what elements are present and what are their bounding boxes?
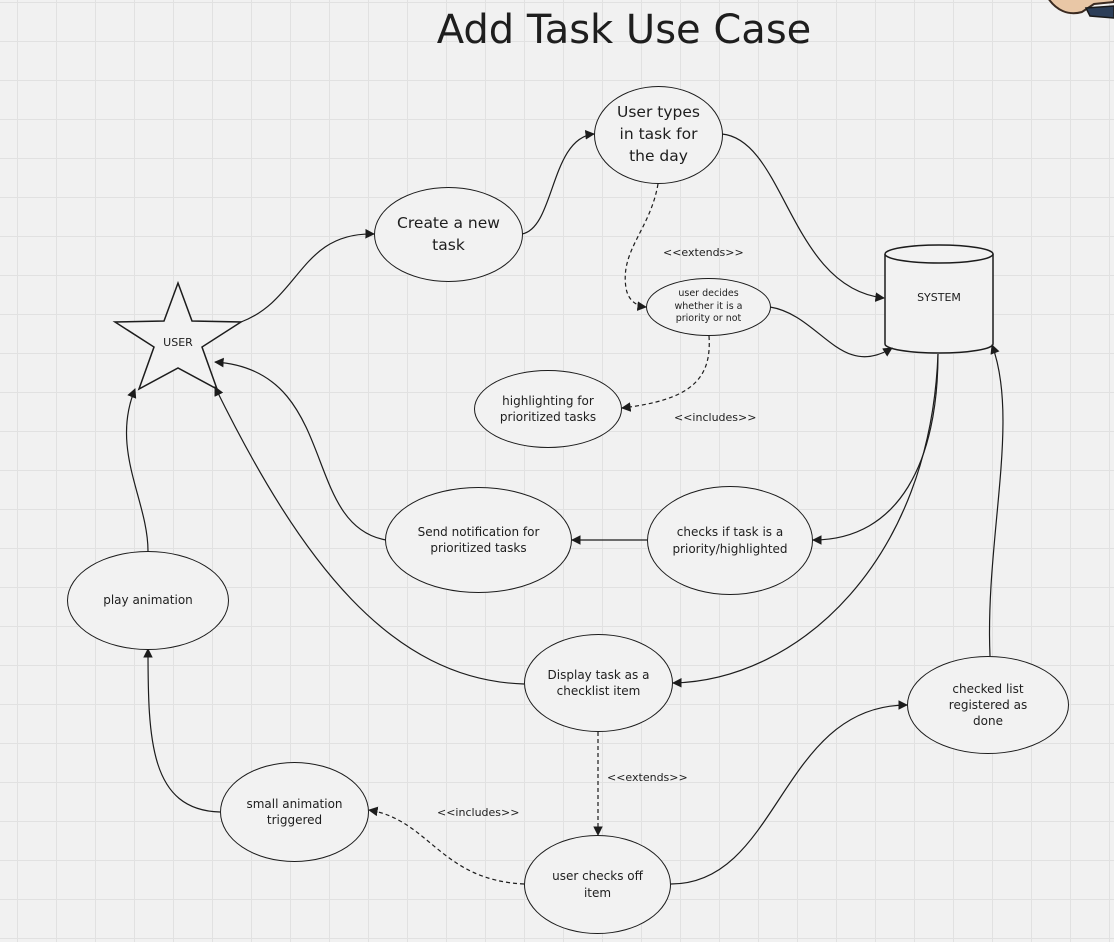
edge-types-task-to-system — [721, 133, 885, 302]
relation-extends-label: <<extends>> — [607, 771, 688, 784]
edge-display-checklist-to-user — [214, 386, 525, 685]
usecase-checks-off-label: user checks off item — [552, 869, 643, 900]
usecase-create-task-label: Create a new task — [397, 213, 500, 254]
system-label: SYSTEM — [917, 291, 961, 304]
usecase-checks-priority-label: checks if task is a priority/highlighted — [672, 525, 788, 556]
usecase-create-task[interactable]: Create a new task — [374, 187, 523, 282]
usecase-decides-priority-label: user decides whether it is a priority or… — [674, 287, 743, 325]
edge-includes-decides-to-highlighting — [621, 335, 710, 412]
edge-create-task-to-types-task — [521, 130, 595, 235]
usecase-small-animation[interactable]: small animation triggered — [220, 762, 369, 862]
usecase-checks-off[interactable]: user checks off item — [524, 835, 671, 934]
usecase-small-animation-label: small animation triggered — [246, 796, 343, 827]
edge-system-to-display-checklist — [672, 353, 939, 688]
usecase-display-checklist-label: Display task as a checklist item — [547, 667, 650, 698]
usecase-play-animation[interactable]: play animation — [67, 551, 229, 650]
usecase-highlighting[interactable]: highlighting for prioritized tasks — [474, 370, 622, 448]
edge-user-to-create-task — [240, 228, 375, 323]
diagram-title: Add Task Use Case — [436, 7, 812, 53]
usecase-send-notification-label: Send notification for prioritized tasks — [417, 524, 540, 555]
actor-label: USER — [163, 336, 193, 349]
corner-decoration — [1048, 0, 1114, 19]
edge-checks-off-to-checked-done — [670, 700, 908, 885]
usecase-display-checklist[interactable]: Display task as a checklist item — [524, 634, 673, 732]
relation-extends-label: <<extends>> — [663, 246, 744, 259]
edge-system-to-checks-priority — [812, 353, 939, 545]
edge-play-animation-to-user — [126, 388, 149, 552]
usecase-types-task-label: User types in task for the day — [617, 103, 700, 165]
usecase-send-notification[interactable]: Send notification for prioritized tasks — [385, 487, 572, 593]
usecase-play-animation-label: play animation — [103, 593, 193, 608]
edge-small-animation-to-play-animation — [143, 648, 221, 813]
relation-includes-label: <<includes>> — [674, 411, 757, 424]
actor-star-shape — [112, 280, 244, 391]
usecase-highlighting-label: highlighting for prioritized tasks — [499, 393, 597, 424]
edge-notification-to-user — [214, 357, 387, 541]
edge-extends-types-to-decides — [624, 183, 659, 311]
edge-includes-checks-off-to-small-animation — [368, 806, 525, 885]
edge-checked-done-to-system — [988, 344, 1004, 657]
edge-decides-to-system — [769, 306, 893, 358]
usecase-checks-priority[interactable]: checks if task is a priority/highlighted — [647, 486, 813, 595]
system-database-shape — [884, 244, 994, 354]
usecase-types-task[interactable]: User types in task for the day — [594, 86, 723, 184]
relation-includes-label: <<includes>> — [437, 806, 520, 819]
usecase-checked-done-label: checked list registered as done — [948, 681, 1028, 729]
usecase-checked-done[interactable]: checked list registered as done — [907, 656, 1069, 754]
usecase-decides-priority[interactable]: user decides whether it is a priority or… — [646, 278, 771, 336]
